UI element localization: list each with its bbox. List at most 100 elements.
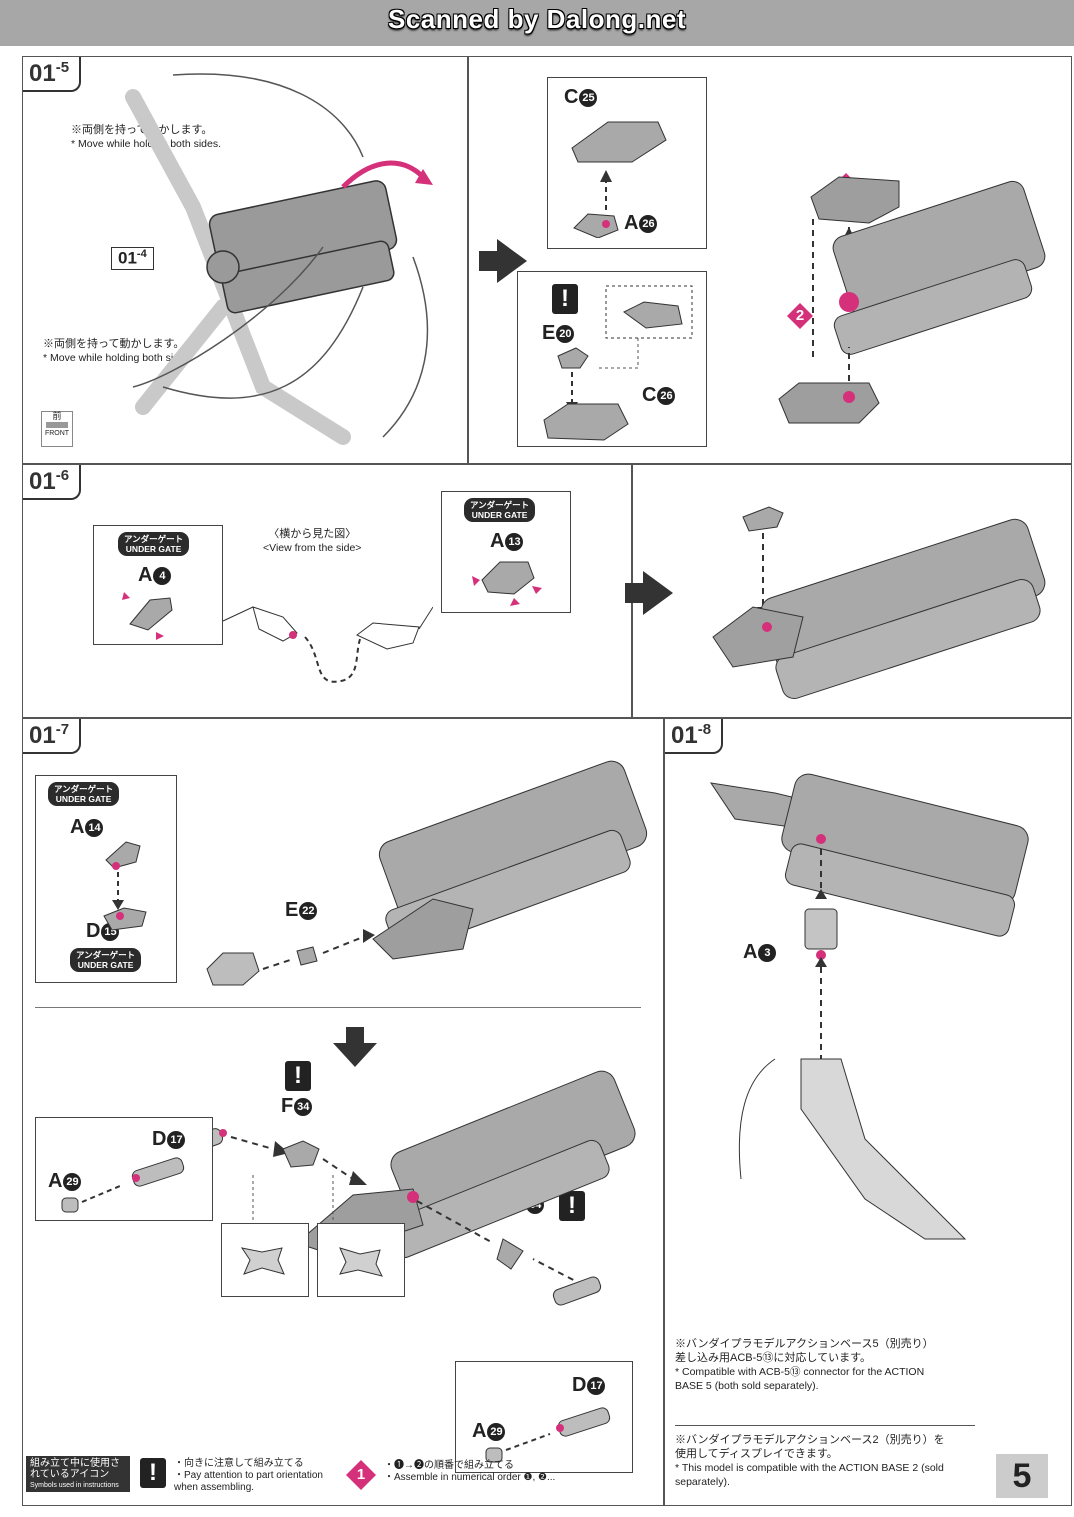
step-major: 01 — [29, 468, 56, 495]
detail-box-f34-orientation-2 — [317, 1223, 405, 1297]
side-view-caption: 〈横から見た図〉 <View from the side> — [263, 527, 361, 555]
view-en: <View from the side> — [263, 542, 362, 554]
step-minor: 5 — [60, 59, 70, 76]
page-number: 5 — [996, 1454, 1048, 1498]
ref-minor: 4 — [140, 248, 147, 260]
symbols-legend: 組み立て中に使用されているアイコン Symbols used in instru… — [22, 1452, 1072, 1498]
part-number: 20 — [556, 324, 575, 343]
front-direction-icon: 前 FRONT — [41, 411, 73, 447]
panel-step-01-5: 01-5 ※両側を持って動かします。 * Move while holding … — [22, 56, 468, 464]
gate-jp: アンダーゲート — [76, 950, 136, 960]
gate-en: UNDER GATE — [125, 544, 182, 554]
scan-credit: Scanned by Dalong.net — [388, 4, 686, 34]
legend-title-en: Symbols used in instructions — [30, 1482, 119, 1489]
step-label-01-6: 01-6 — [23, 465, 82, 500]
step-label-01-7: 01-7 — [23, 719, 82, 754]
sequence-legend-icon: 1 — [346, 1460, 376, 1490]
part-letter: E — [285, 899, 299, 921]
f34-orientation-2-illustration — [339, 1247, 383, 1277]
part-letter: A — [70, 816, 85, 838]
note-en: * Move while holding both sides. — [71, 138, 222, 150]
part-number: 26 — [657, 386, 676, 405]
part-number: 17 — [587, 1376, 606, 1395]
warning-legend-jp: ・向きに注意して組み立てる — [174, 1458, 304, 1469]
ref-major: 01 — [118, 248, 137, 268]
front-arrow-icon — [46, 422, 68, 428]
under-gate-badge-bottom: アンダーゲート UNDER GATE — [70, 948, 142, 972]
sequence-legend-en: ・Assemble in numerical order ❶, ❷... — [384, 1472, 556, 1483]
orientation-warning-icon: ! — [285, 1061, 311, 1091]
leg-unit-assembly-illustration — [778, 176, 1046, 424]
step-label-01-8: 01-8 — [665, 719, 724, 754]
under-gate-badge-top: アンダーゲート UNDER GATE — [48, 782, 120, 806]
sequence-legend-jp: ・❶→❷の順番で組み立てる — [384, 1460, 514, 1471]
divider-line — [35, 1007, 641, 1008]
note-jp: ※両側を持って動かします。 — [71, 124, 213, 136]
part-letter: E — [542, 322, 556, 344]
under-gate-badge: アンダーゲート UNDER GATE — [464, 498, 536, 522]
part-letter: C — [642, 384, 657, 406]
instruction-frame: 01-5 ※両側を持って動かします。 * Move while holding … — [22, 56, 1072, 1506]
f34-orientation-1-illustration — [240, 1247, 285, 1275]
part-letter: A — [48, 1170, 63, 1192]
note-en: * Move while holding both sides. — [43, 352, 194, 364]
a4-part-illustration — [122, 592, 173, 640]
part-number: 34 — [294, 1097, 313, 1116]
step-major: 01 — [29, 60, 56, 87]
step-major: 01 — [29, 722, 56, 749]
part-number: 25 — [579, 88, 598, 107]
warning-legend-en: ・Pay attention to part orientation when … — [174, 1470, 323, 1493]
e20-c26-parts-illustration — [543, 285, 693, 441]
gate-jp: アンダーゲート — [54, 784, 114, 794]
part-number: 29 — [63, 1172, 82, 1191]
front-jp: 前 — [52, 411, 62, 421]
part-number: 29 — [487, 1422, 506, 1441]
part-letter: D — [86, 920, 101, 942]
note-action-base-5: ※バンダイプラモデルアクションベース5（別売り）差し込み用ACB-5⑬に対応して… — [675, 1337, 943, 1393]
part-number: 17 — [167, 1130, 186, 1149]
warning-legend-text: ・向きに注意して組み立てる ・Pay attention to part ori… — [174, 1458, 334, 1494]
gate-en: UNDER GATE — [471, 510, 528, 520]
a13-part-illustration — [472, 561, 542, 606]
view-jp: 〈横から見た図〉 — [268, 528, 357, 540]
step-minor: 8 — [702, 721, 712, 738]
gate-en: UNDER GATE — [77, 960, 134, 970]
note-jp: ※バンダイプラモデルアクションベース5（別売り）差し込み用ACB-5⑬に対応して… — [675, 1338, 934, 1364]
symbols-legend-title: 組み立て中に使用されているアイコン Symbols used in instru… — [26, 1456, 130, 1492]
part-number: 14 — [85, 818, 104, 837]
front-en: FRONT — [44, 430, 70, 437]
panel-step-01-6-result — [625, 464, 1072, 718]
gate-jp: アンダーゲート — [124, 534, 184, 544]
note-jp: ※バンダイプラモデルアクションベース2（別売り）を使用してディスプレイできます。 — [675, 1434, 945, 1460]
next-step-arrow — [625, 571, 673, 615]
c25-a26-parts-illustration — [571, 121, 667, 238]
gate-en: UNDER GATE — [55, 794, 112, 804]
warning-legend-icon: ! — [140, 1458, 166, 1488]
part-letter: C — [564, 86, 579, 108]
part-number: 3 — [758, 943, 777, 962]
part-letter: A — [472, 1420, 487, 1442]
part-letter: A — [743, 941, 758, 963]
step-major: 01 — [671, 722, 698, 749]
step-label-01-5: 01-5 — [23, 57, 82, 92]
part-letter: D — [152, 1128, 167, 1150]
step-minor: 6 — [60, 467, 70, 484]
side-view-illustration — [222, 606, 433, 683]
action-base-assembly-illustration — [709, 773, 1029, 1240]
note-action-base-2: ※バンダイプラモデルアクションベース2（別売り）を使用してディスプレイできます。… — [675, 1433, 955, 1489]
part-number: 22 — [299, 901, 318, 920]
